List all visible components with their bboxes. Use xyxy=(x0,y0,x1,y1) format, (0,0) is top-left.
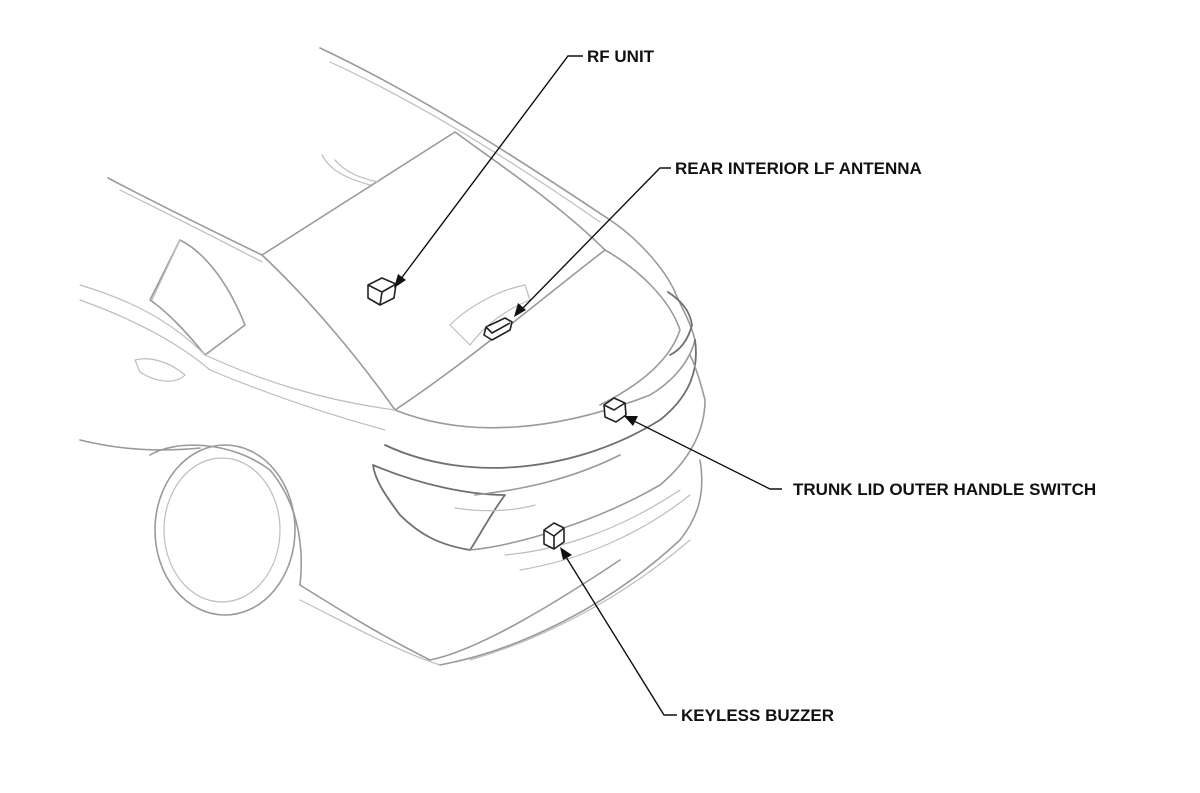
trunk-lid-outer-handle-switch-component xyxy=(603,397,627,423)
trunk-lid-outer-handle-switch-label: TRUNK LID OUTER HANDLE SWITCH xyxy=(793,480,1097,499)
keyless-buzzer-label: KEYLESS BUZZER xyxy=(681,706,835,725)
car-body-outline xyxy=(79,47,706,666)
keyless-buzzer-leader xyxy=(560,547,677,716)
rear-interior-lf-antenna-label: REAR INTERIOR LF ANTENNA xyxy=(675,159,922,178)
rf-unit-component xyxy=(367,277,397,306)
rf-unit-leader xyxy=(394,55,583,288)
rear-interior-lf-antenna-component xyxy=(483,317,513,341)
rf-unit-label: RF UNIT xyxy=(587,47,655,66)
rear-interior-lf-antenna-leader xyxy=(514,167,671,317)
keyless-buzzer-component xyxy=(543,522,565,550)
trunk-lid-outer-handle-switch-leader xyxy=(624,416,782,490)
